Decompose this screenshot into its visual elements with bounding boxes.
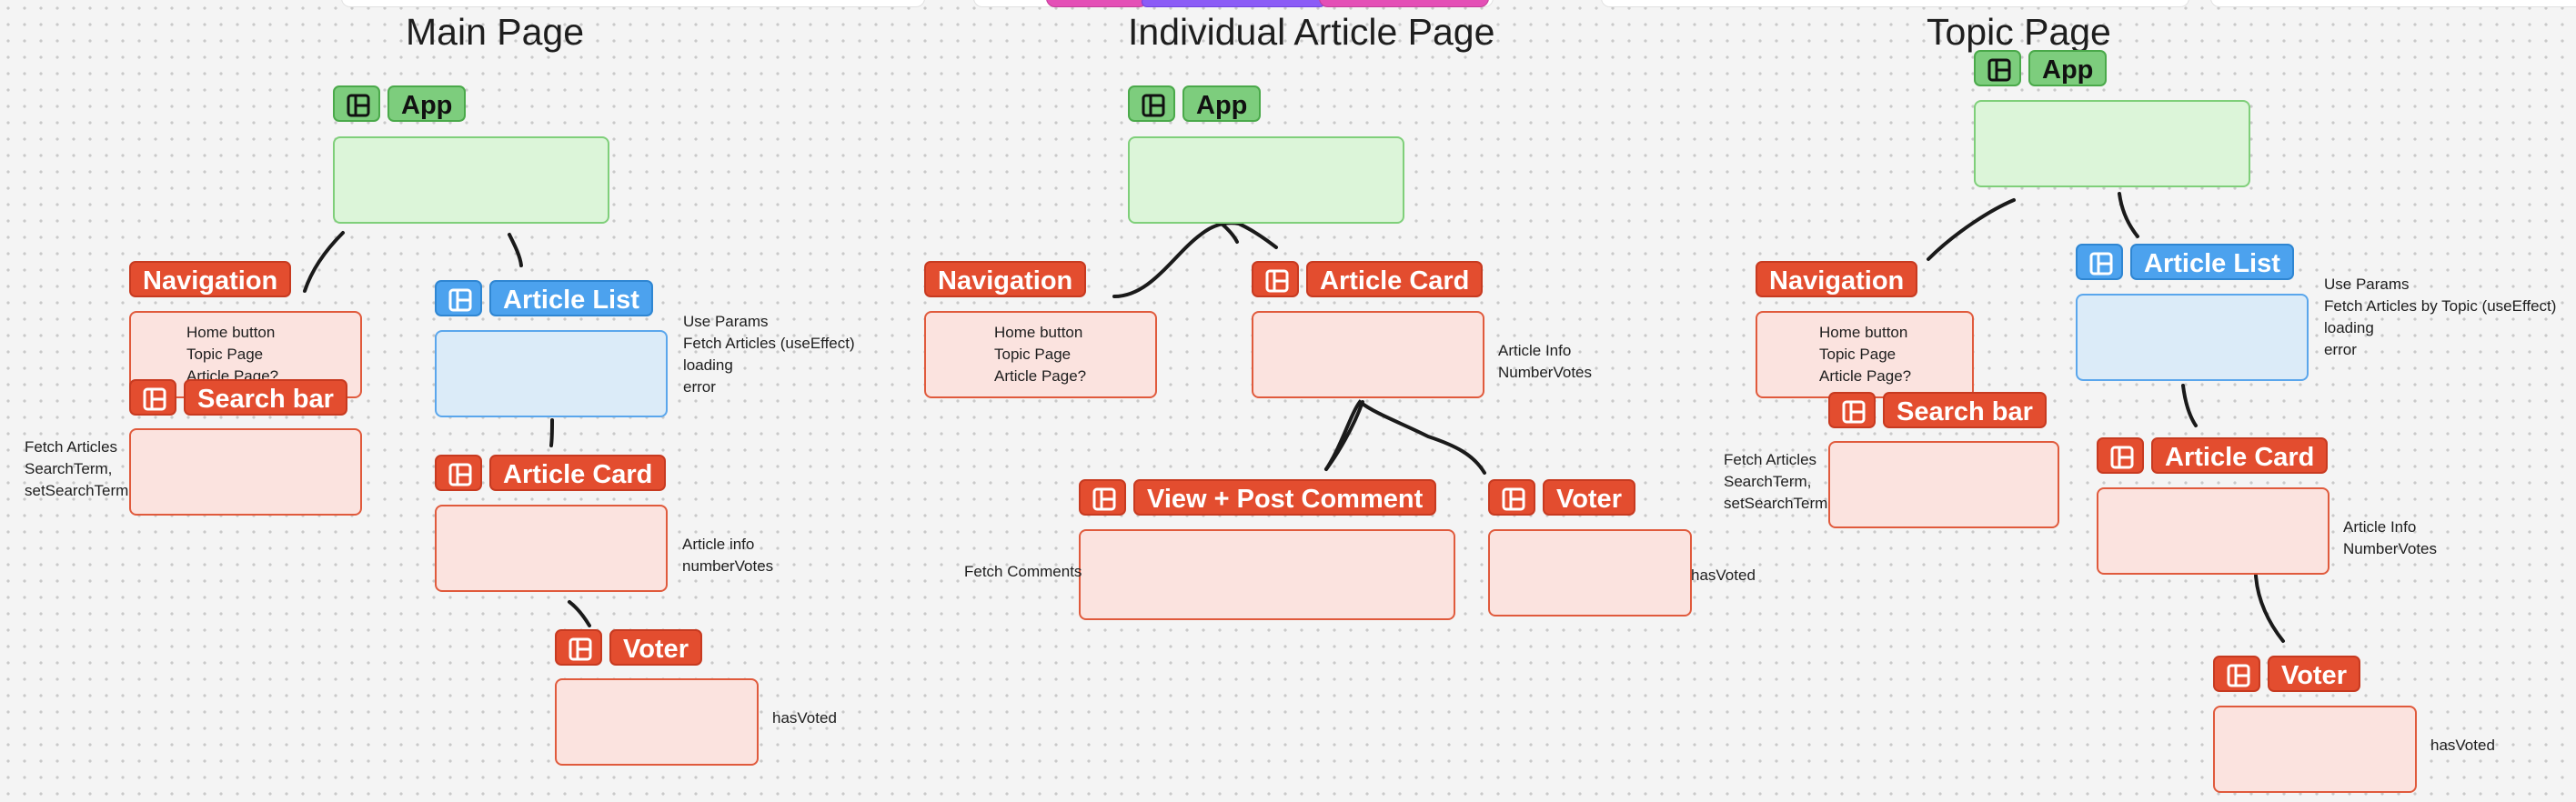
component-icon xyxy=(1488,479,1535,516)
component-icon xyxy=(1974,50,2021,86)
navigation-box xyxy=(1756,311,1974,398)
comment-label: View + Post Comment xyxy=(1133,479,1437,516)
search-bar-label: Search bar xyxy=(1883,392,2047,428)
article-list-box xyxy=(435,330,668,417)
component-icon xyxy=(1128,85,1175,122)
component-icon xyxy=(555,629,602,666)
voter-label: Voter xyxy=(609,629,702,666)
navigation-notes: Home button Topic Page Article Page? xyxy=(1819,324,1912,385)
navigation-label: Navigation xyxy=(1756,261,1918,297)
article-card-label: Article Card xyxy=(1306,261,1484,297)
navigation-box xyxy=(924,311,1157,398)
navigation-label: Navigation xyxy=(129,261,292,297)
navigation-label: Navigation xyxy=(924,261,1087,297)
comment-notes: Fetch Comments xyxy=(964,563,1082,580)
article-list-notes: Use Params Fetch Articles (useEffect) lo… xyxy=(683,313,855,396)
article-card-label: Article Card xyxy=(489,455,667,491)
article-card-notes: Article Info NumberVotes xyxy=(1498,342,1592,381)
voter-label: Voter xyxy=(1543,479,1635,516)
article-card-box xyxy=(435,505,668,592)
component-icon xyxy=(129,379,176,416)
app-label: App xyxy=(387,85,467,122)
component-icon xyxy=(2097,437,2144,474)
voter-label: Voter xyxy=(2268,656,2360,692)
app-label: App xyxy=(1182,85,1262,122)
component-icon xyxy=(435,455,482,491)
app-box xyxy=(333,136,609,224)
voter-notes: hasVoted xyxy=(2430,737,2495,754)
voter-box xyxy=(555,678,759,766)
voter-box xyxy=(1488,529,1692,617)
page-title-main: Main Page xyxy=(406,11,585,53)
search-bar-label: Search bar xyxy=(184,379,347,416)
app-box xyxy=(1128,136,1404,224)
app-box xyxy=(1974,100,2250,187)
voter-notes: hasVoted xyxy=(772,709,837,727)
search-bar-box xyxy=(129,428,362,516)
article-list-label: Article List xyxy=(2130,244,2294,280)
page-title-article: Individual Article Page xyxy=(1128,11,1495,53)
article-card-label: Article Card xyxy=(2151,437,2329,474)
navigation-notes: Home button Topic Page Article Page? xyxy=(186,324,279,385)
search-bar-box xyxy=(1828,441,2059,528)
component-icon xyxy=(435,280,482,316)
component-icon xyxy=(2213,656,2260,692)
voter-box xyxy=(2213,706,2417,793)
component-icon xyxy=(2076,244,2123,280)
app-label: App xyxy=(2028,50,2108,86)
article-card-notes: Article Info NumberVotes xyxy=(2343,518,2437,557)
article-card-notes: Article info numberVotes xyxy=(682,536,774,575)
article-list-label: Article List xyxy=(489,280,653,316)
component-icon xyxy=(1828,392,1876,428)
article-card-box xyxy=(2097,487,2329,575)
article-list-box xyxy=(2076,294,2309,381)
article-card-box xyxy=(1252,311,1484,398)
search-notes: Fetch Articles SearchTerm, setSearchTerm xyxy=(25,438,129,499)
navigation-notes: Home button Topic Page Article Page? xyxy=(994,324,1087,385)
article-list-notes: Use Params Fetch Articles by Topic (useE… xyxy=(2324,276,2557,358)
search-notes: Fetch Articles SearchTerm, setSearchTerm xyxy=(1724,451,1828,512)
component-icon xyxy=(1079,479,1126,516)
component-icon xyxy=(1252,261,1299,297)
comment-box xyxy=(1079,529,1455,620)
page-title-topic: Topic Page xyxy=(1927,11,2111,53)
voter-notes: hasVoted xyxy=(1691,566,1756,584)
component-icon xyxy=(333,85,380,122)
